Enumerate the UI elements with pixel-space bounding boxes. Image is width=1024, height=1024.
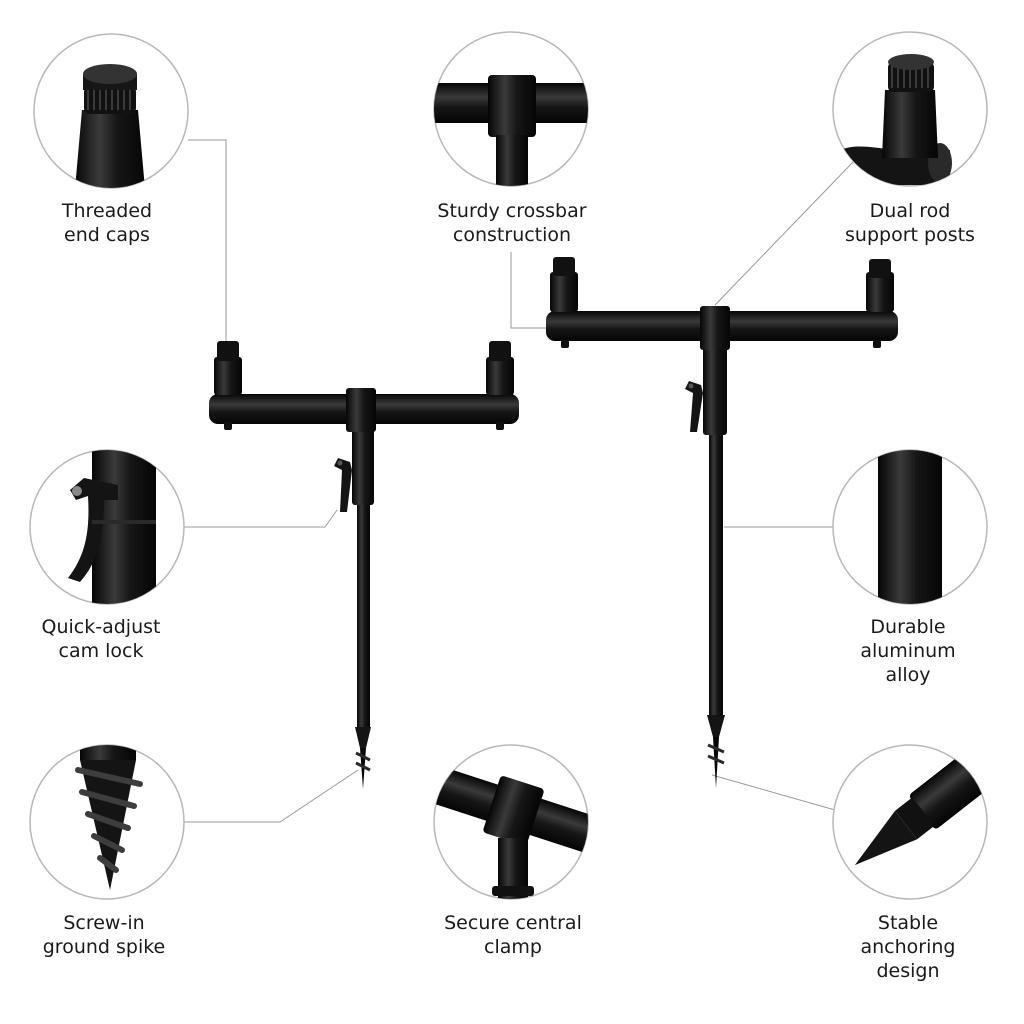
label-line: alloy bbox=[885, 664, 931, 686]
detail-cam-lock bbox=[29, 449, 185, 605]
label-dual-rod-posts: Dual rod support posts bbox=[800, 199, 1020, 247]
label-line: end caps bbox=[64, 224, 150, 246]
label-central-clamp: Secure central clamp bbox=[403, 911, 623, 959]
leader-end-caps bbox=[188, 139, 227, 342]
detail-aluminum-alloy bbox=[832, 449, 988, 605]
label-threaded-end-caps: Threaded end caps bbox=[0, 199, 217, 247]
label-line: support posts bbox=[845, 224, 975, 246]
label-stable-anchoring: Stable anchoring design bbox=[798, 911, 1018, 983]
label-line: Durable bbox=[870, 616, 946, 638]
label-sturdy-crossbar: Sturdy crossbar construction bbox=[402, 199, 622, 247]
label-line: Stable bbox=[877, 912, 939, 934]
detail-central-clamp bbox=[433, 744, 589, 900]
label-line: construction bbox=[452, 224, 572, 246]
leader-crossbar bbox=[510, 252, 548, 329]
label-line: ground spike bbox=[42, 936, 166, 958]
label-line: Threaded bbox=[61, 200, 153, 222]
label-cam-lock: Quick-adjust cam lock bbox=[0, 615, 211, 663]
leader-lines bbox=[184, 139, 856, 823]
detail-sturdy-crossbar bbox=[433, 31, 589, 187]
label-line: Secure central bbox=[444, 912, 582, 934]
leader-cam-lock bbox=[184, 509, 338, 528]
label-line: Screw-in bbox=[63, 912, 145, 934]
label-line: aluminum bbox=[860, 640, 956, 662]
label-line: design bbox=[876, 960, 940, 982]
detail-ground-spike bbox=[29, 744, 185, 900]
label-ground-spike: Screw-in ground spike bbox=[0, 911, 214, 959]
leader-dual-posts bbox=[714, 159, 856, 306]
detail-stable-anchoring bbox=[832, 744, 988, 900]
label-line: Sturdy crossbar bbox=[437, 200, 587, 222]
label-aluminum-alloy: Durable aluminum alloy bbox=[798, 615, 1018, 687]
leader-ground-spike bbox=[184, 769, 359, 823]
leader-anchoring bbox=[711, 774, 836, 811]
label-line: Quick-adjust bbox=[41, 616, 161, 638]
label-line: clamp bbox=[484, 936, 542, 958]
label-line: anchoring bbox=[860, 936, 956, 958]
left-rod-pod bbox=[209, 341, 519, 789]
right-rod-pod bbox=[546, 257, 898, 788]
detail-dual-rod-posts bbox=[832, 31, 988, 187]
label-line: Dual rod bbox=[869, 200, 951, 222]
label-line: cam lock bbox=[58, 640, 144, 662]
detail-threaded-end-caps bbox=[33, 33, 189, 189]
